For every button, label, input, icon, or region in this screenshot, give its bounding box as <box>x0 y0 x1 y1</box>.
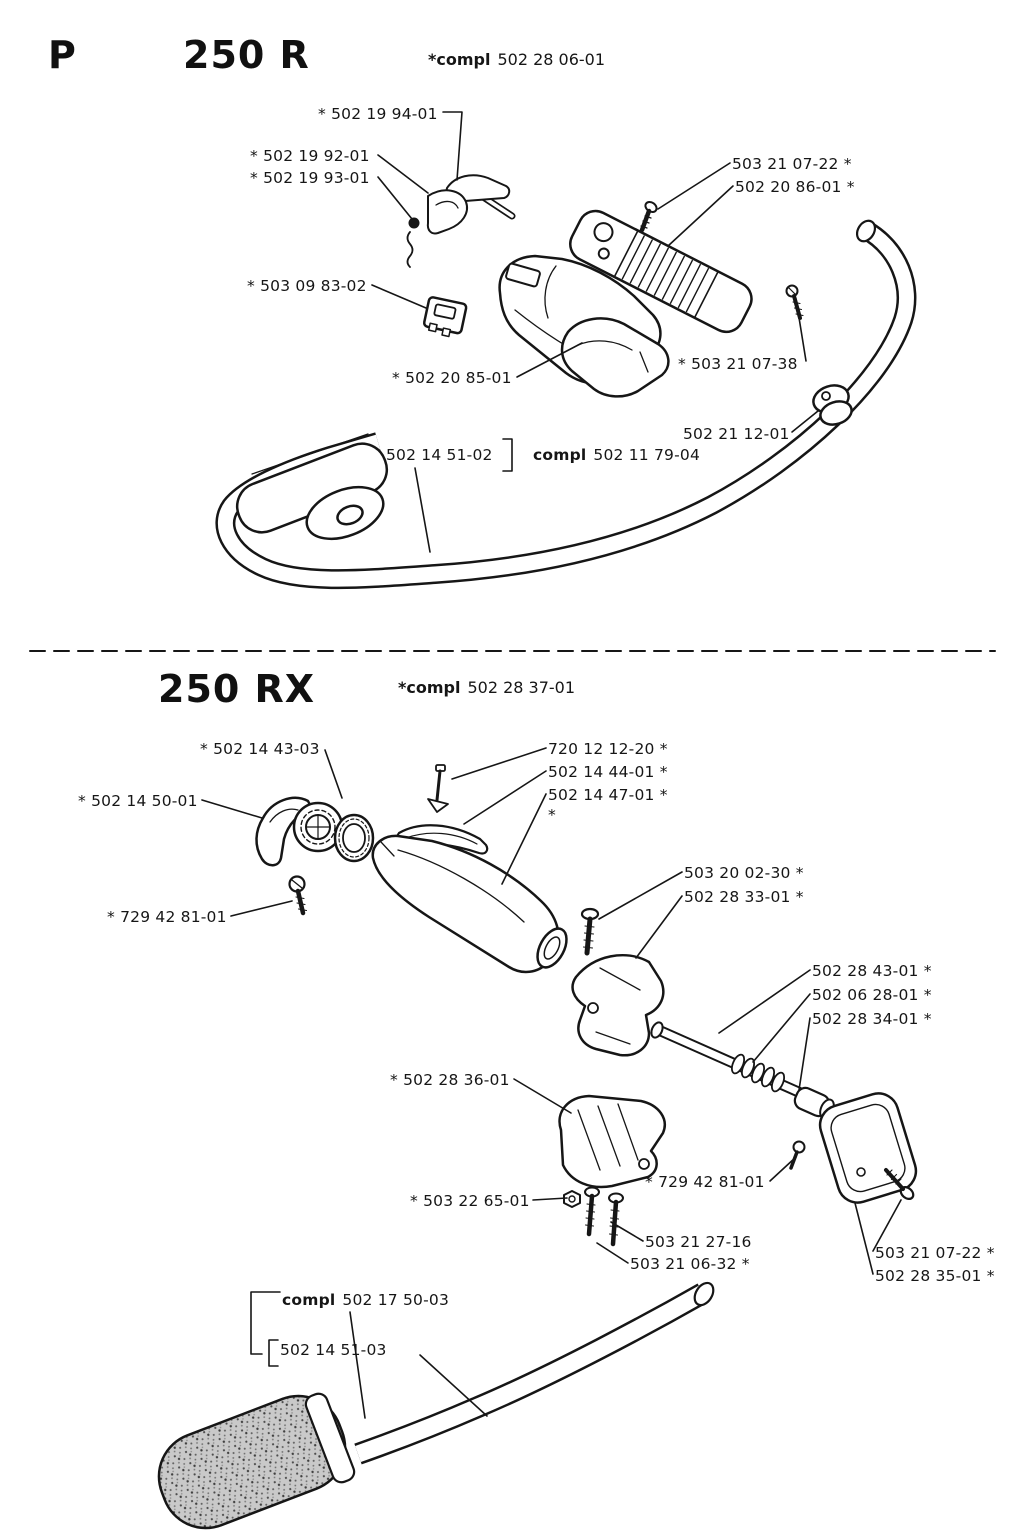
part-number-label: * 502 19 93-01 <box>250 169 370 187</box>
part-number-label: * 502 14 43-03 <box>200 740 320 758</box>
clamp-bracket-and-rings <box>255 796 375 867</box>
part-number-label: 502 14 51-02 <box>386 446 493 464</box>
part-number-label: * 502 20 85-01 <box>392 369 512 387</box>
label-bracket <box>502 438 513 472</box>
compl-bracket-outer <box>250 1291 281 1355</box>
part-number-label: 503 21 06-32 * <box>630 1255 750 1273</box>
screw-icon-bolt-2 <box>608 1192 624 1247</box>
part-number-label: * 503 09 83-02 <box>247 277 367 295</box>
part-number-label: 502 28 34-01 * <box>812 1010 932 1028</box>
compl-prefix: compl <box>533 446 587 464</box>
page-letter: P <box>48 33 77 77</box>
handle-body-rx <box>371 834 568 974</box>
screw-icon-small-right <box>789 1140 806 1170</box>
loop-grip <box>235 433 389 541</box>
shaft-spring <box>730 1053 786 1093</box>
part-number-label: 503 21 07-22 * <box>732 155 852 173</box>
part-number-label: 502 28 35-01 * <box>875 1267 995 1285</box>
screw-icon-center-rx <box>580 907 600 956</box>
part-number-label: 720 12 12-20 * <box>548 740 668 758</box>
part-number-label: * 503 22 65-01 <box>410 1192 530 1210</box>
compl-prefix: compl <box>282 1291 336 1309</box>
clamp-bracket-lower-rx <box>558 1094 666 1189</box>
bar-clamp-nut <box>812 384 853 426</box>
part-number-label-compl: compl 502 17 50-03 <box>282 1291 449 1309</box>
compl-reference-250rx: *compl 502 28 37-01 <box>398 678 575 697</box>
compl-number: 502 28 06-01 <box>497 50 606 69</box>
model-title-250r: 250 R <box>183 33 310 77</box>
compl-prefix: *compl <box>428 50 491 69</box>
screw-icon-bolt-1 <box>584 1186 600 1237</box>
drive-shaft-tube <box>354 1281 715 1465</box>
part-number-label: 502 28 43-01 * <box>812 962 932 980</box>
compl-bracket-inner <box>268 1339 279 1367</box>
part-number-label: * 729 42 81-01 <box>645 1173 765 1191</box>
grip-plate-hole <box>336 504 364 526</box>
screw-icon-bottom-right <box>884 1168 915 1201</box>
compl-reference-250r: *compl 502 28 06-01 <box>428 50 605 69</box>
compl-number: 502 17 50-03 <box>342 1291 450 1309</box>
part-number-label: * 502 14 50-01 <box>78 792 198 810</box>
clamp-bracket-upper-rx <box>571 954 665 1057</box>
part-number-label: 503 21 27-16 <box>645 1233 752 1251</box>
screw-icon-left-rx <box>288 875 308 916</box>
part-number-label: * 502 28 36-01 <box>390 1071 510 1089</box>
part-number-label: 502 20 86-01 * <box>735 178 855 196</box>
part-number-label-compl: compl 502 11 79-04 <box>533 446 700 464</box>
part-number-label: * 502 19 94-01 <box>318 105 438 123</box>
part-number-label: 502 06 28-01 * <box>812 986 932 1004</box>
hex-nut-icon <box>563 1190 581 1208</box>
trigger-pivot-pin <box>408 217 420 229</box>
part-number-label: * 503 21 07-38 <box>678 355 798 373</box>
trigger-spring <box>406 231 414 268</box>
stop-switch <box>422 296 468 338</box>
pin-screw-icon <box>427 764 449 813</box>
throttle-shaft <box>650 1021 835 1120</box>
handle-housing-upper <box>560 317 670 398</box>
leader-lines-250r <box>371 111 819 553</box>
part-number-label: 502 28 33-01 * <box>684 888 804 906</box>
compl-prefix: *compl <box>398 678 461 697</box>
part-number-label: 502 14 51-03 <box>280 1341 387 1359</box>
screw-icon-right <box>785 284 804 320</box>
leader-lines-250rx <box>201 747 902 1419</box>
foam-grip <box>157 1392 356 1530</box>
handlebar-250r <box>215 219 917 590</box>
throttle-trigger-parts <box>406 174 516 268</box>
part-number-label: * 729 42 81-01 <box>107 908 227 926</box>
model-title-250rx: 250 RX <box>158 667 316 711</box>
part-number-label: 503 20 02-30 * <box>684 864 804 882</box>
part-number-label: * <box>548 806 556 824</box>
part-number-label: 503 21 07-22 * <box>875 1244 995 1262</box>
compl-number: 502 11 79-04 <box>593 446 701 464</box>
compl-number: 502 28 37-01 <box>467 678 576 697</box>
throttle-handle-housing <box>569 209 753 334</box>
part-number-label: 502 14 47-01 * <box>548 786 668 804</box>
part-number-label: * 502 19 92-01 <box>250 147 370 165</box>
part-number-label: 502 14 44-01 * <box>548 763 668 781</box>
part-number-label: 502 21 12-01 <box>683 425 790 443</box>
screw-icon-top <box>639 200 658 233</box>
